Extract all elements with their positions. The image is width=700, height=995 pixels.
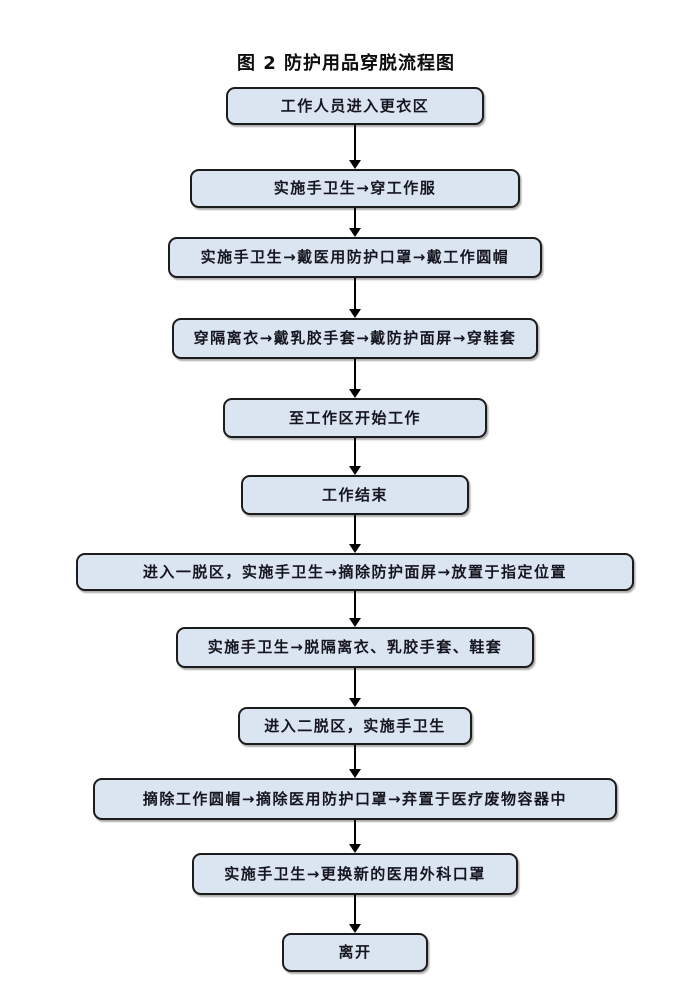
flow-node-label: 摘除工作圆帽→摘除医用防护口罩→弃置于医疗废物容器中 [142, 789, 568, 808]
flow-node-remove-gown-gloves: 实施手卫生→脱隔离衣、乳胶手套、鞋套 [176, 627, 534, 668]
down-arrow-icon [348, 125, 361, 169]
flow-node-label: 进入二脱区，实施手卫生 [264, 716, 446, 735]
down-arrow-icon [348, 591, 361, 627]
flow-node-label: 穿隔离衣→戴乳胶手套→戴防护面屏→穿鞋套 [193, 329, 517, 347]
flow-node-mask-cap: 实施手卫生→戴医用防护口罩→戴工作圆帽 [168, 237, 542, 278]
flow-node-label: 实施手卫生→脱隔离衣、乳胶手套、鞋套 [207, 638, 503, 656]
flow-node-label: 实施手卫生→穿工作服 [273, 179, 437, 197]
flow-node-hand-hygiene-workwear: 实施手卫生→穿工作服 [190, 169, 520, 208]
down-arrow-icon [348, 515, 361, 553]
down-arrow-icon [348, 745, 361, 778]
flow-node-work-end: 工作结束 [241, 475, 469, 515]
flow-node-label: 实施手卫生→更换新的医用外科口罩 [224, 864, 486, 883]
flow-node-start-work: 至工作区开始工作 [223, 398, 487, 438]
down-arrow-icon [348, 820, 361, 853]
down-arrow-icon [348, 668, 361, 707]
flow-node-label: 实施手卫生→戴医用防护口罩→戴工作圆帽 [200, 248, 510, 266]
flow-node-label: 离开 [338, 943, 372, 961]
flow-node-second-doffing-area: 进入二脱区，实施手卫生 [238, 707, 472, 745]
flow-node-label: 进入一脱区，实施手卫生→摘除防护面屏→放置于指定位置 [142, 562, 568, 581]
flow-node-label: 至工作区开始工作 [288, 408, 421, 427]
down-arrow-icon [348, 438, 361, 475]
flow-node-leave: 离开 [282, 933, 428, 972]
down-arrow-icon [348, 895, 361, 933]
down-arrow-icon [348, 359, 361, 398]
figure-title: 图 2 防护用品穿脱流程图 [236, 53, 456, 74]
flow-node-label: 工作人员进入更衣区 [280, 96, 430, 115]
flow-node-remove-cap-mask: 摘除工作圆帽→摘除医用防护口罩→弃置于医疗废物容器中 [93, 778, 617, 820]
flow-node-label: 工作结束 [321, 485, 388, 504]
down-arrow-icon [348, 208, 361, 237]
flow-node-gown-gloves-faceshield: 穿隔离衣→戴乳胶手套→戴防护面屏→穿鞋套 [172, 318, 538, 359]
flow-node-new-surgical-mask: 实施手卫生→更换新的医用外科口罩 [192, 853, 518, 895]
flow-node-enter-changing-area: 工作人员进入更衣区 [226, 87, 484, 125]
flow-node-first-doffing-area: 进入一脱区，实施手卫生→摘除防护面屏→放置于指定位置 [76, 553, 634, 591]
down-arrow-icon [348, 278, 361, 318]
